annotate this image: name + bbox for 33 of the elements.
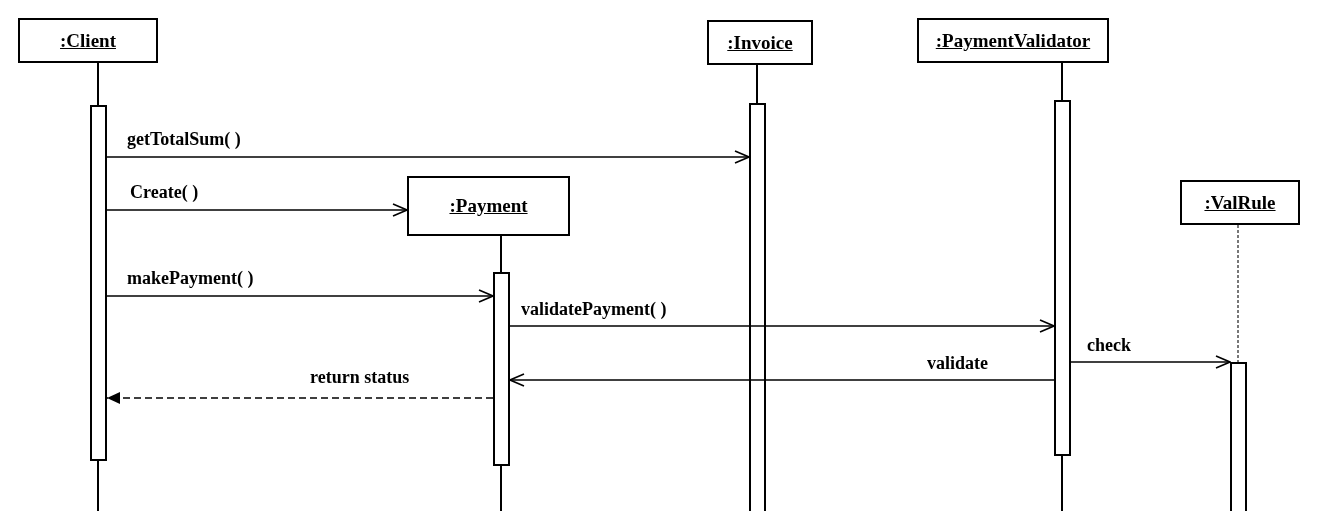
lifeline-head-box	[917, 18, 1109, 63]
lifeline	[1061, 62, 1063, 101]
lifeline-head-box	[407, 176, 570, 236]
object-name: :Payment	[449, 195, 528, 217]
message-label: makePayment( )	[125, 269, 256, 287]
lifeline	[500, 235, 502, 273]
activation-bar	[749, 103, 766, 511]
lifeline-head-box	[18, 18, 158, 63]
lifeline	[756, 64, 758, 104]
message-label: getTotalSum( )	[125, 130, 243, 148]
message-arrow	[509, 373, 1055, 387]
message-label: validate	[925, 354, 990, 372]
object-name: :PaymentValidator	[935, 29, 1091, 52]
message-arrow	[509, 319, 1055, 333]
object-name: :ValRule	[1204, 191, 1276, 214]
activation-bar	[1230, 362, 1247, 511]
activation-bar	[90, 105, 107, 461]
object-name: :Invoice	[727, 31, 793, 54]
object-name: :Client	[60, 29, 116, 52]
message-arrow	[106, 289, 494, 303]
activation-bar	[1054, 100, 1071, 456]
lifeline-head-box	[1180, 180, 1300, 225]
message-label: Create( )	[128, 183, 201, 201]
lifeline-head-box	[707, 20, 813, 65]
message-label: check	[1085, 336, 1133, 354]
activation-bar	[493, 272, 510, 466]
message-arrow	[1070, 355, 1231, 369]
message-arrow	[106, 203, 408, 217]
lifeline	[1237, 224, 1239, 363]
return-message-arrow	[106, 392, 494, 404]
lifeline	[97, 62, 99, 106]
message-arrow	[106, 150, 750, 164]
message-label: validatePayment( )	[519, 300, 669, 318]
